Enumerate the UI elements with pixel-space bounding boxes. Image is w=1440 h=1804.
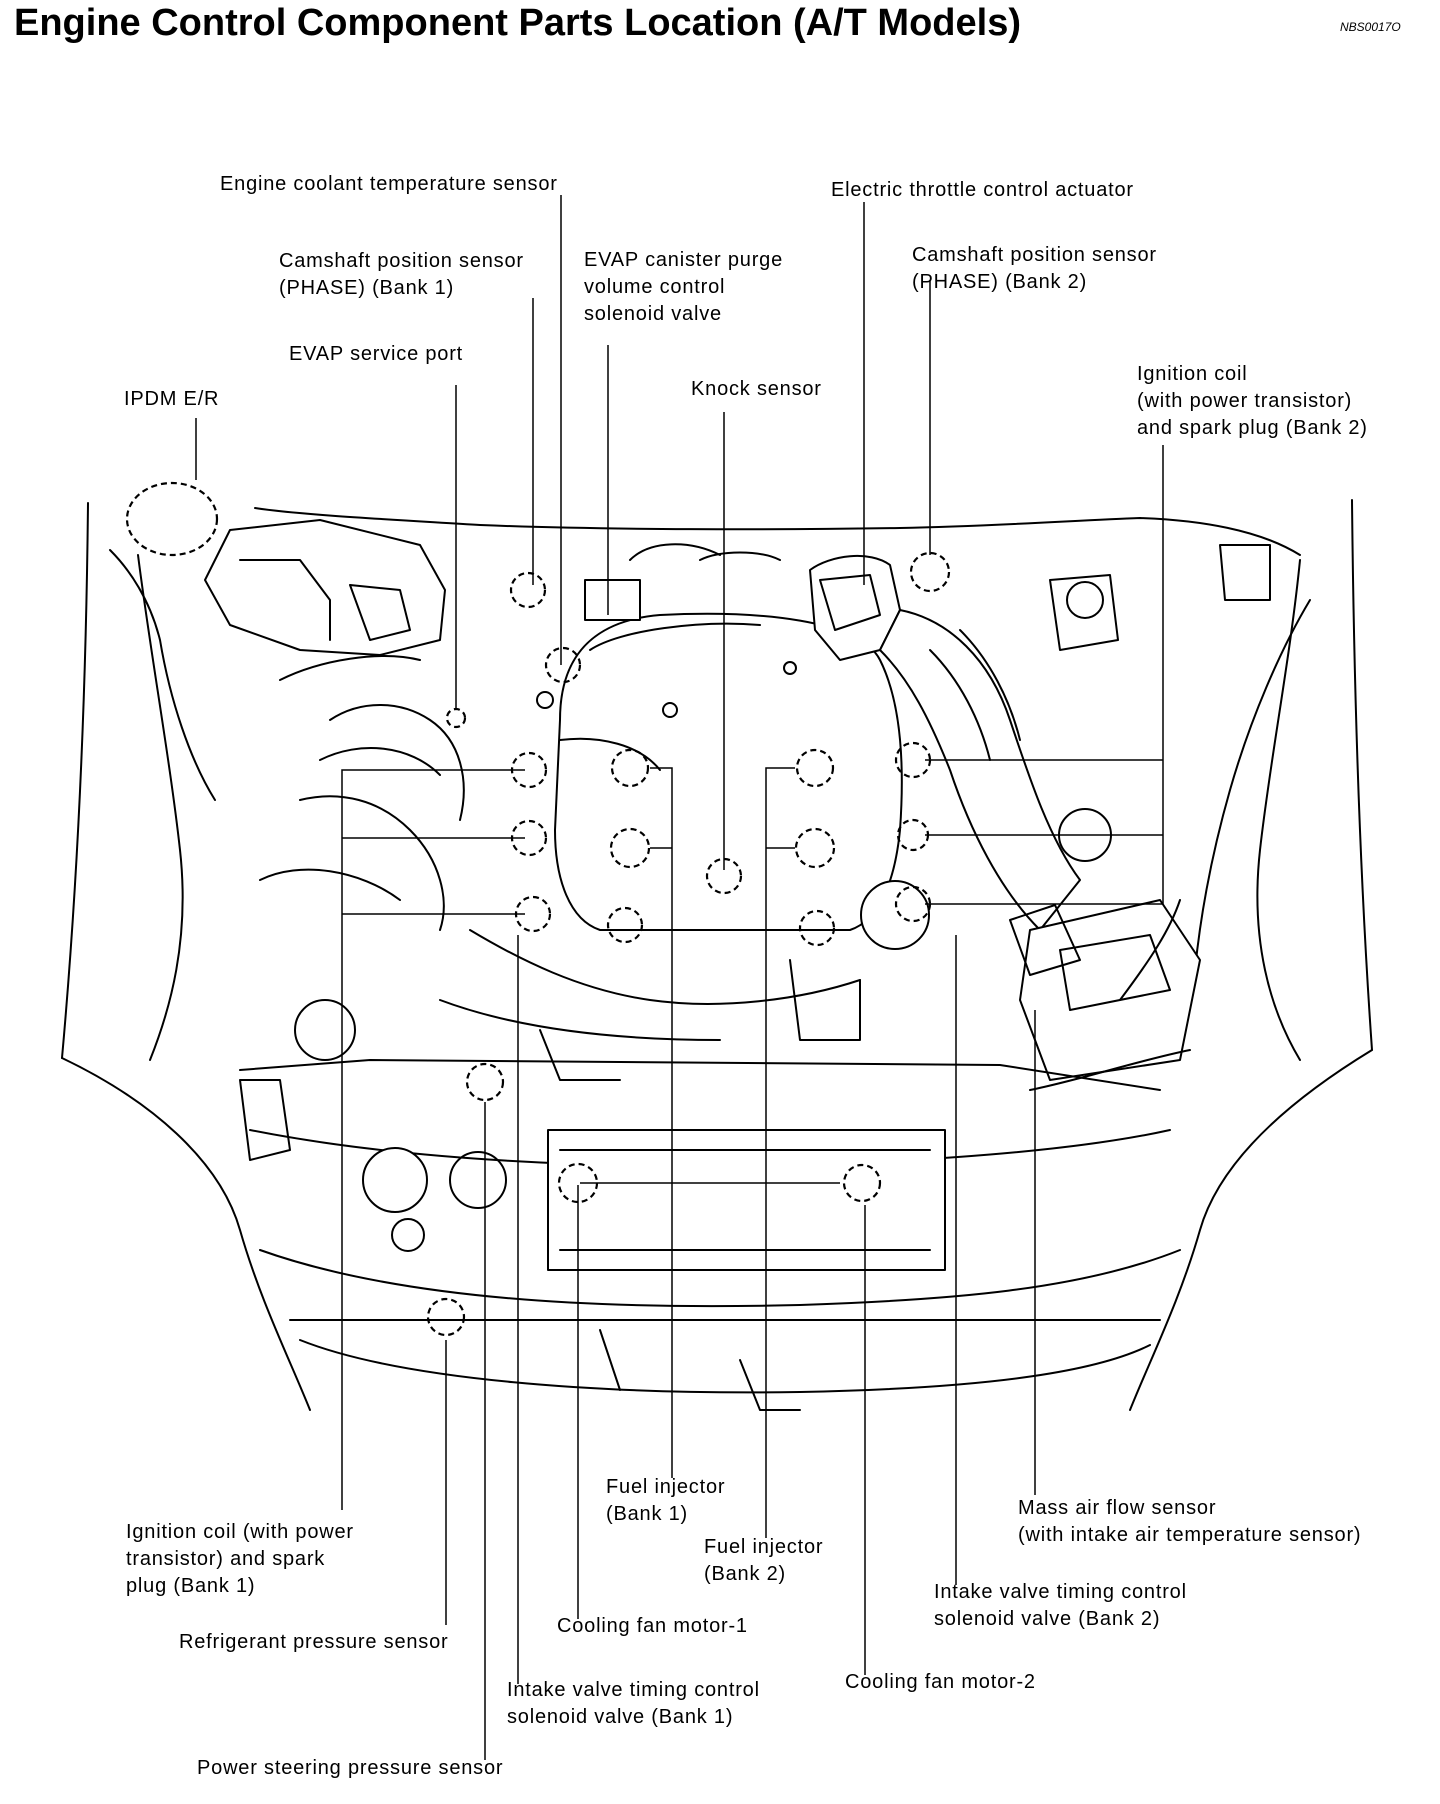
label-fuel-bank1: Fuel injector (Bank 1): [606, 1476, 732, 1525]
label-coil-bank2: Ignition coil (with power transistor) an…: [1137, 363, 1368, 439]
label-ect-sensor: Engine coolant temperature sensor: [220, 173, 558, 195]
coil-b2-marker-3: [894, 885, 932, 923]
label-ps-pressure: Power steering pressure sensor: [197, 1757, 503, 1779]
ipdm-marker: [125, 481, 219, 557]
document-code: NBS0017O: [1340, 20, 1401, 34]
cmp-bank1-marker: [509, 571, 547, 609]
label-fan1: Cooling fan motor-1: [557, 1615, 748, 1637]
label-maf: Mass air flow sensor (with intake air te…: [1018, 1497, 1361, 1546]
label-refrigerant: Refrigerant pressure sensor: [179, 1631, 449, 1653]
coil-b1-marker-3: [514, 895, 552, 933]
label-coil-bank1: Ignition coil (with power transistor) an…: [126, 1521, 360, 1597]
label-evap-port: EVAP service port: [289, 343, 463, 365]
leader-lines: [195, 195, 1164, 1760]
ps-pressure-marker: [465, 1062, 505, 1102]
label-throttle: Electric throttle control actuator: [831, 179, 1134, 201]
refrigerant-marker: [426, 1297, 466, 1337]
fuel-b1-marker-1: [610, 748, 650, 788]
label-fan2: Cooling fan motor-2: [845, 1671, 1036, 1693]
fuel-b1-marker-2: [609, 827, 651, 869]
cmp-bank2-marker: [909, 551, 951, 593]
label-cmp-bank1: Camshaft position sensor (PHASE) (Bank 1…: [279, 250, 530, 299]
fan1-marker: [557, 1162, 599, 1204]
label-cmp-bank2: Camshaft position sensor (PHASE) (Bank 2…: [912, 244, 1163, 293]
fuel-b2-marker-1: [795, 748, 835, 788]
location-markers: [125, 481, 951, 1337]
ect-marker: [544, 646, 582, 684]
label-ivt-bank1: Intake valve timing control solenoid val…: [507, 1679, 766, 1728]
engine-bay-artwork: [61, 499, 1373, 1411]
label-ivt-bank2: Intake valve timing control solenoid val…: [934, 1581, 1193, 1630]
fan2-marker: [842, 1163, 882, 1203]
callout-labels: Engine coolant temperature sensor Camsha…: [124, 173, 1368, 1779]
label-evap-purge: EVAP canister purge volume control solen…: [584, 249, 789, 325]
label-knock: Knock sensor: [691, 378, 822, 400]
coil-b2-marker-2: [896, 818, 930, 852]
coil-b1-marker-1: [510, 751, 548, 789]
knock-marker: [705, 857, 743, 895]
coil-b1-marker-2: [510, 819, 548, 857]
page-title: Engine Control Component Parts Location …: [14, 2, 1021, 44]
evap-port-marker: [445, 707, 467, 729]
ivt-b2-marker: [798, 909, 836, 947]
ivt-b1-marker: [606, 906, 644, 944]
coil-b2-marker-1: [894, 741, 932, 779]
fuel-b2-marker-2: [794, 827, 836, 869]
label-fuel-bank2: Fuel injector (Bank 2): [704, 1536, 830, 1585]
label-ipdm: IPDM E/R: [124, 388, 219, 410]
